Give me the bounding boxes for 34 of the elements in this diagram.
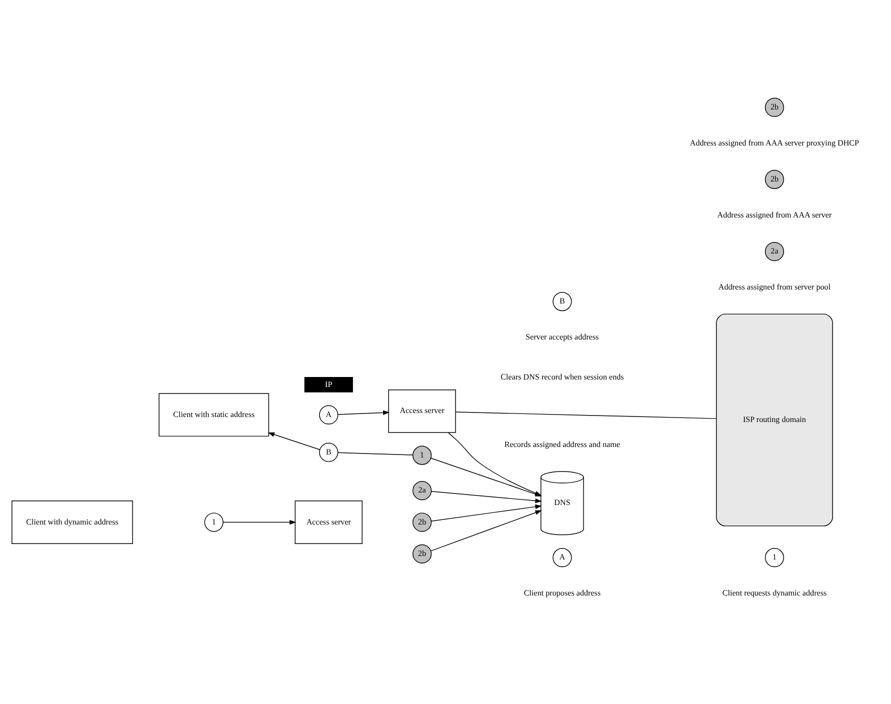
node-box: IP (304, 376, 352, 392)
arrow (430, 504, 542, 521)
arrow (337, 410, 390, 415)
node-label: Address assigned from server pool (718, 282, 830, 292)
node-label: Address assigned from AAA server proxying DHCP (689, 138, 859, 147)
node-circle: 2a (412, 480, 432, 500)
node-box: Access server (388, 388, 456, 432)
arrow (222, 519, 296, 524)
node-circle: 1 (204, 512, 223, 532)
connector (337, 452, 413, 455)
node-label: Server accepts address (525, 332, 598, 342)
node-box: ISP routing domain (716, 313, 832, 526)
node-circle: 1 (412, 445, 432, 464)
node-circle: 2b (764, 169, 784, 188)
node-label: Client proposes address (523, 588, 600, 598)
node-circle: A (552, 548, 572, 567)
label: Records assigned address and name (504, 440, 620, 449)
node-circle: 1 (764, 548, 784, 567)
node-box: Client with static address (158, 392, 269, 436)
node-box: Access server (294, 500, 362, 544)
node-box: Client with dynamic address (11, 500, 132, 544)
node-circle: B (552, 291, 572, 311)
node-circle: 2b (412, 544, 432, 563)
node-label: Address assigned from AAA server (716, 210, 832, 220)
arrow (430, 510, 542, 551)
node-circle: B (318, 442, 338, 462)
connector (454, 411, 716, 418)
node-circle: 2b (764, 97, 784, 116)
label: Clears DNS record when session ends (500, 372, 624, 381)
node-label: Client requests dynamic address (722, 588, 826, 598)
node-circle: 2b (412, 512, 432, 532)
arrow (267, 432, 320, 450)
node-circle: A (318, 404, 338, 424)
node-circle: 2a (764, 241, 784, 261)
